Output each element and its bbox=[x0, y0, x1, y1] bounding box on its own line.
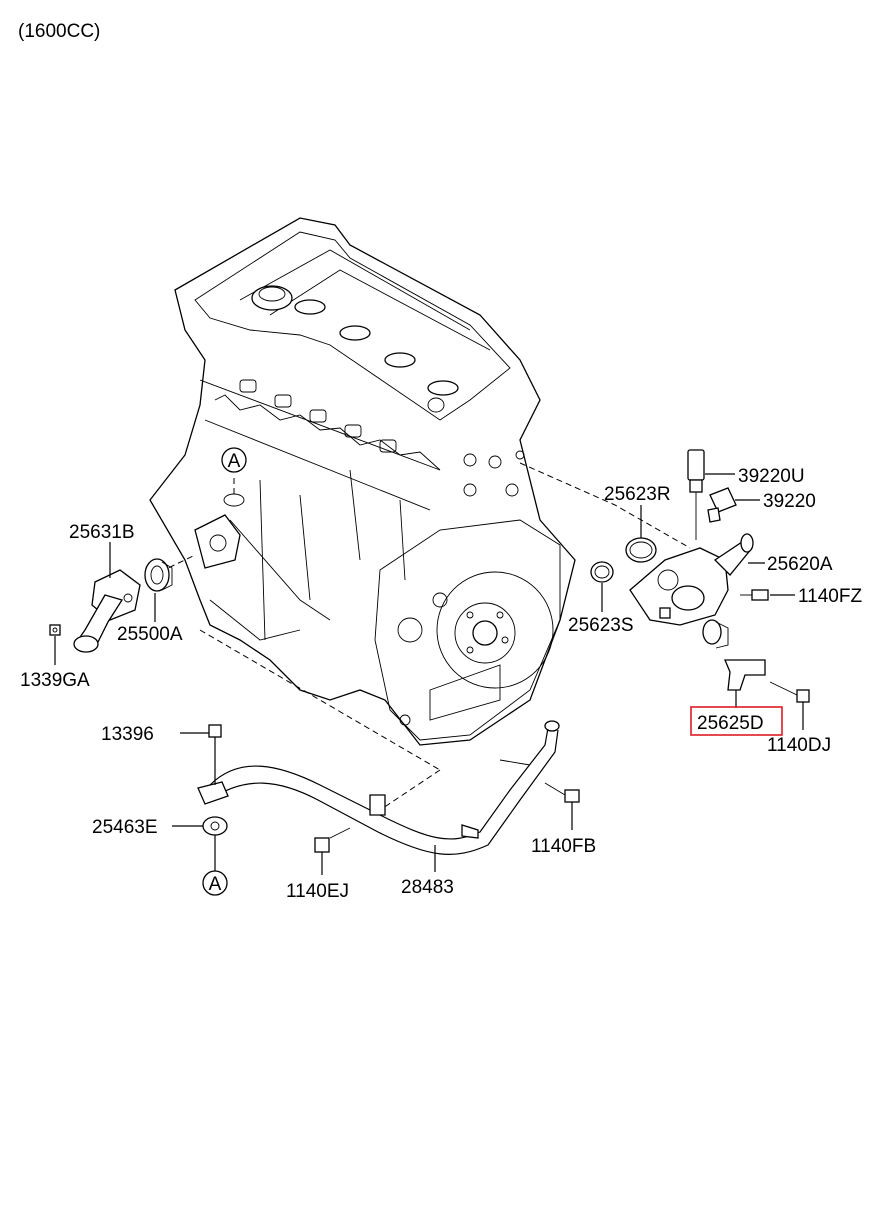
part-label-1140FZ[interactable]: 1140FZ bbox=[798, 586, 862, 607]
highlight-box-25625D bbox=[690, 706, 783, 736]
ref-marker-a-top-label: A bbox=[228, 451, 241, 472]
nut-13396 bbox=[208, 724, 222, 738]
part-label-13396[interactable]: 13396 bbox=[101, 724, 154, 745]
sensor-39220 bbox=[707, 487, 737, 523]
bolt-1140DJ bbox=[769, 681, 810, 703]
water-outlet-fitting-25620A bbox=[629, 533, 754, 626]
nut-1339GA bbox=[49, 624, 61, 636]
part-label-25623R[interactable]: 25623R bbox=[604, 484, 671, 505]
part-label-25623S[interactable]: 25623S bbox=[568, 615, 634, 636]
ref-marker-a-top bbox=[221, 447, 247, 473]
bolt-1140FB bbox=[544, 782, 580, 803]
part-label-1339GA[interactable]: 1339GA bbox=[20, 670, 90, 691]
part-label-25620A[interactable]: 25620A bbox=[767, 554, 833, 575]
bolt-1140EJ bbox=[314, 827, 351, 853]
part-label-39220[interactable]: 39220 bbox=[763, 491, 816, 512]
bolt-1140FZ bbox=[740, 589, 769, 601]
thermostat-cover-25631B bbox=[73, 569, 141, 653]
part-label-1140DJ[interactable]: 1140DJ bbox=[767, 735, 831, 756]
ref-marker-a-bottom-label: A bbox=[209, 874, 222, 895]
callout-leaders bbox=[54, 473, 804, 875]
flange-25463E bbox=[197, 781, 229, 836]
part-label-25631B[interactable]: 25631B bbox=[69, 522, 135, 543]
bracket-25625D bbox=[724, 659, 766, 691]
part-label-1140FB[interactable]: 1140FB bbox=[531, 836, 596, 857]
water-pipe-28483 bbox=[209, 720, 560, 855]
part-label-1140EJ[interactable]: 1140EJ bbox=[286, 881, 349, 902]
engine-spec-label: (1600CC) bbox=[18, 21, 100, 42]
part-label-25500A[interactable]: 25500A bbox=[117, 624, 183, 645]
part-label-28483[interactable]: 28483 bbox=[401, 877, 454, 898]
gasket-25623R bbox=[625, 537, 657, 563]
engine-block-illustration bbox=[149, 217, 576, 746]
sensor-39220U bbox=[687, 449, 705, 540]
part-label-25463E[interactable]: 25463E bbox=[92, 817, 158, 838]
thermostat-right bbox=[702, 619, 729, 649]
part-label-39220U[interactable]: 39220U bbox=[738, 466, 805, 487]
part-label-25625D[interactable]: 25625D bbox=[697, 713, 764, 734]
thermostat-25500A bbox=[144, 558, 173, 592]
gasket-25623S bbox=[590, 561, 614, 583]
